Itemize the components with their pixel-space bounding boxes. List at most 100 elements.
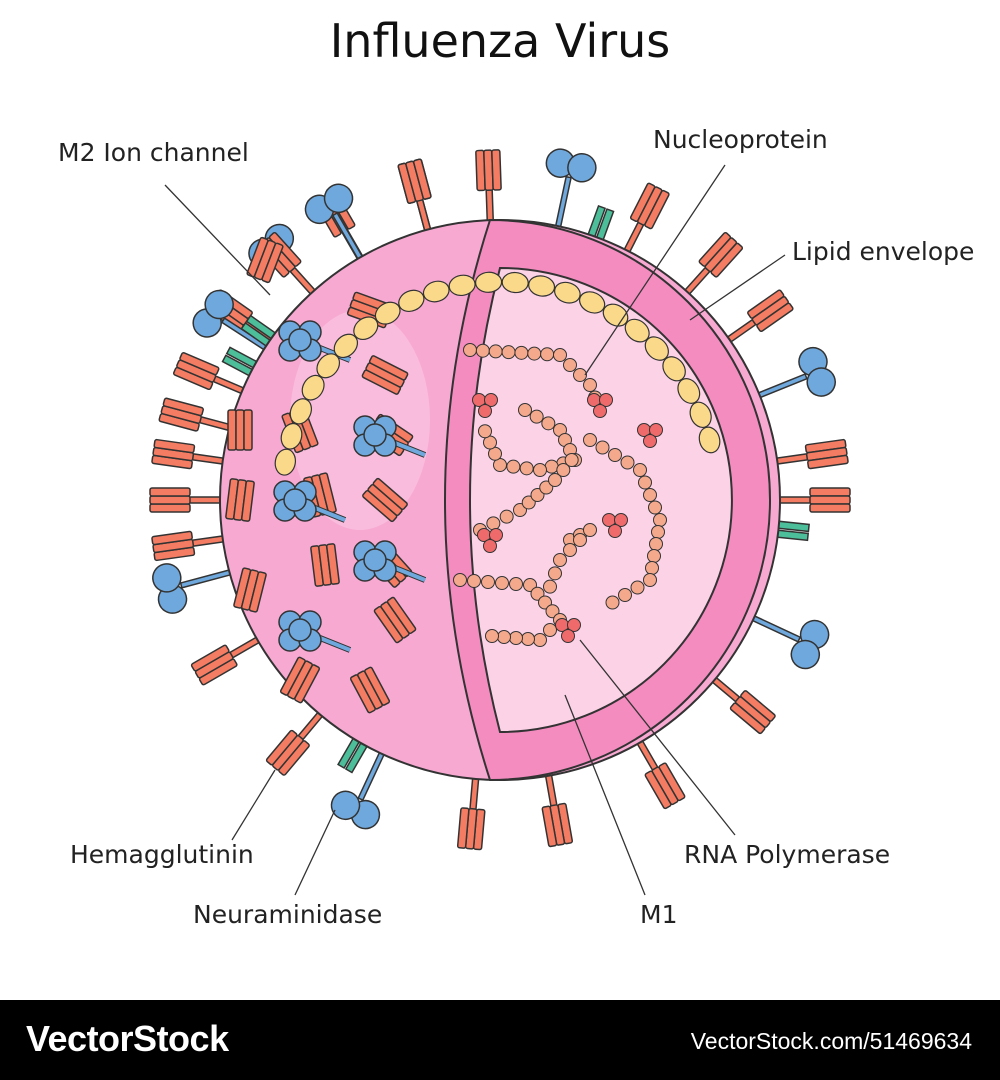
hemagglutinin-surface: [361, 355, 409, 395]
nucleoprotein-bead: [573, 533, 587, 547]
m1-protein: [662, 356, 686, 382]
nucleoprotein-bead: [527, 346, 542, 361]
neuraminidase-head: [283, 488, 307, 512]
nucleoprotein-bead: [563, 543, 577, 557]
hemagglutinin-surface: [349, 666, 391, 714]
hemagglutinin-subunit: [368, 355, 409, 381]
m1-protein: [677, 378, 701, 404]
label-m2-ion-channel: M2 Ion channel: [58, 138, 249, 167]
m1-protein: [333, 333, 359, 359]
m1-protein: [301, 374, 325, 401]
hemagglutinin-subunit: [149, 495, 191, 505]
m1-protein: [422, 280, 450, 303]
neuraminidase-head: [363, 423, 387, 447]
nucleoprotein-bead: [506, 459, 521, 474]
hemagglutinin-subunit: [190, 644, 230, 672]
nucleoprotein-bead: [553, 348, 567, 362]
nucleoprotein-bead: [608, 448, 622, 462]
neuraminidase-head: [363, 548, 387, 572]
nucleoprotein-bead: [533, 633, 547, 647]
nucleoprotein-bead: [509, 631, 523, 645]
nucleoprotein-bead: [519, 461, 534, 476]
rna-polymerase-subunit: [484, 393, 498, 407]
nucleoprotein-bead: [541, 416, 556, 431]
hemagglutinin-subunit: [541, 805, 558, 848]
hemagglutinin-surface: [373, 596, 417, 644]
rna-polymerase-subunit: [614, 513, 628, 527]
nucleoprotein-bead: [643, 488, 657, 502]
hemagglutinin-subunit: [809, 495, 851, 505]
nucleoprotein-bead: [543, 579, 557, 594]
hemagglutinin-subunit: [162, 397, 204, 417]
rna-polymerase-subunit: [593, 404, 607, 418]
hemagglutinin-spike: [475, 149, 502, 224]
hemagglutinin-spike: [158, 397, 234, 432]
neuraminidase-head: [323, 183, 354, 214]
hemagglutinin-subunit: [756, 302, 794, 332]
nucleoprotein-bead: [481, 575, 495, 589]
nucleoprotein-bead: [605, 595, 620, 610]
hemagglutinin-spike: [173, 352, 247, 396]
nucleoprotein-bead: [643, 573, 657, 587]
label-rna-polymerase: RNA Polymerase: [684, 840, 891, 869]
virus-diagram: [149, 148, 851, 896]
hemagglutinin-subunit: [809, 503, 851, 513]
nucleoprotein-bead: [518, 403, 532, 417]
nucleoprotein-bead: [651, 525, 665, 539]
hemagglutinin-subunit: [710, 242, 744, 278]
leader-lipid: [689, 254, 786, 321]
nucleoprotein-bead: [501, 345, 516, 360]
nucleoprotein-bead: [497, 630, 511, 644]
nucleoprotein-bead: [544, 459, 559, 474]
footer-brand: VectorStock: [26, 1018, 229, 1059]
nucleoprotein-bead: [514, 345, 529, 360]
nucleoprotein-bead: [649, 537, 663, 551]
nucleoprotein-bead: [475, 343, 490, 358]
nucleoprotein-bead: [556, 463, 571, 477]
hemagglutinin-subunit: [729, 702, 766, 735]
leader-hemagglutinin: [231, 769, 276, 841]
m1-protein: [316, 353, 341, 379]
rna-polymerase-subunit: [483, 539, 497, 553]
m1-protein: [398, 289, 425, 313]
hemagglutinin-subunit: [149, 487, 191, 497]
hemagglutinin-spike: [724, 289, 794, 345]
nucleoprotein-bead: [540, 347, 555, 362]
hemagglutinin-surface: [362, 477, 408, 523]
m1-protein: [474, 271, 503, 293]
hemagglutinin-subunit: [268, 231, 302, 267]
diagram-title: Influenza Virus: [329, 14, 671, 68]
nucleoprotein-bead: [653, 513, 667, 527]
m1-protein: [689, 401, 712, 429]
nucleoprotein-bead: [488, 344, 503, 359]
nucleoprotein-bead: [495, 576, 509, 590]
nucleoprotein-bead: [548, 473, 562, 487]
hemagglutinin-surface: [310, 543, 340, 587]
hemagglutinin-subunit: [248, 571, 267, 613]
neuraminidase-head: [790, 639, 821, 670]
nucleoprotein-bead: [529, 409, 544, 424]
m1-protein: [289, 398, 313, 425]
hemagglutinin-spike: [151, 438, 226, 470]
nucleoprotein-bead: [553, 553, 567, 567]
neuraminidase-stalk: [554, 175, 572, 230]
nucleoprotein-bead: [583, 433, 597, 447]
m1-protein: [501, 271, 529, 294]
neuraminidase-head: [330, 790, 361, 821]
hemagglutinin-surface: [227, 409, 253, 451]
hemagglutinin-subunit: [807, 454, 849, 470]
hemagglutinin-spike: [151, 530, 226, 562]
neuraminidase-head: [806, 367, 836, 397]
hemagglutinin-subunit: [153, 438, 196, 454]
hemagglutinin-subunit: [149, 503, 191, 513]
hemagglutinin-subunit: [644, 770, 672, 810]
m1-protein: [374, 301, 401, 325]
nucleoprotein-bead: [467, 574, 481, 588]
m1-protein: [554, 281, 581, 304]
nucleoprotein-bead: [453, 573, 467, 587]
label-neuraminidase: Neuraminidase: [193, 900, 383, 929]
label-nucleoprotein: Nucleoprotein: [653, 125, 828, 154]
nucleoprotein-bead: [463, 343, 477, 357]
m1-protein: [644, 336, 669, 361]
hemagglutinin-surface: [233, 567, 267, 613]
